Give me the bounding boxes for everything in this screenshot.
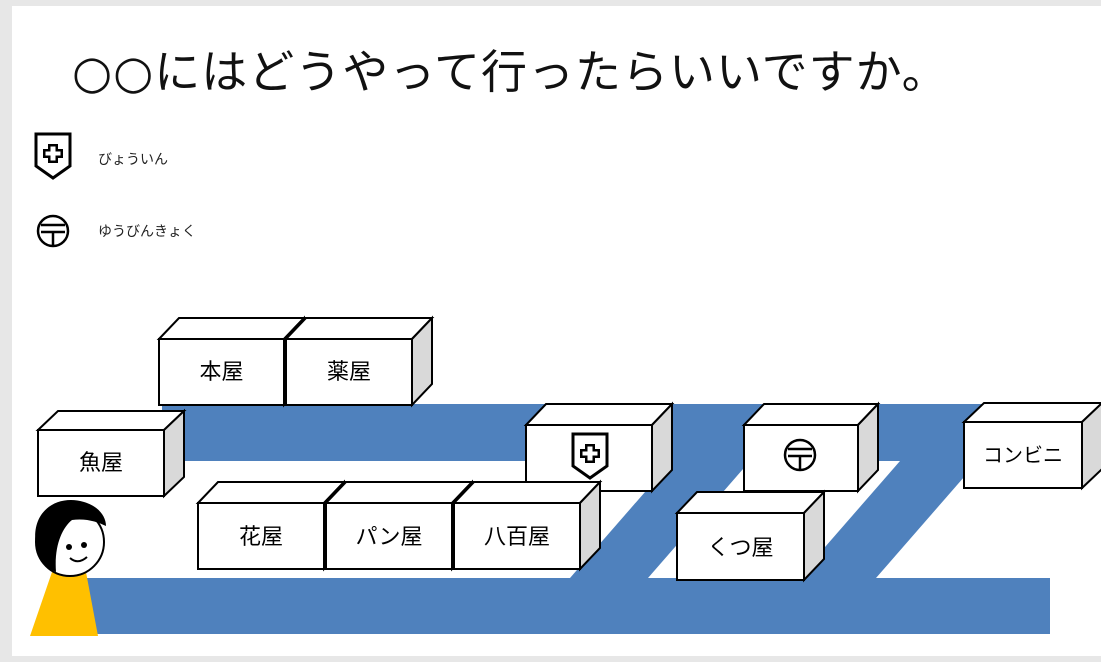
building-post-office: [741, 401, 881, 494]
building-bookstore: 本屋: [156, 315, 307, 408]
building-label-flower-shop: 花屋: [239, 525, 283, 550]
building-convenience-store: コンビニ: [961, 402, 1101, 491]
building-label-shoe-store: くつ屋: [707, 536, 773, 561]
person-figure: [30, 500, 106, 636]
town-map: 本屋 薬屋 魚屋: [30, 132, 1101, 636]
building-greengrocer: 八百屋: [451, 479, 603, 572]
building-label-fish-shop: 魚屋: [79, 451, 123, 476]
building-flower-shop: 花屋: [195, 479, 347, 572]
road-diagonal-2: [798, 461, 978, 578]
building-label-bakery: パン屋: [355, 525, 422, 550]
legend-post-office-label: ゆうびんきょく: [98, 224, 196, 240]
road-lower: [82, 578, 1050, 634]
building-label-convenience-store: コンビニ: [983, 443, 1063, 467]
building-label-greengrocer: 八百屋: [484, 525, 550, 550]
person-hair: [35, 500, 106, 572]
legend-post-office-icon: [36, 214, 70, 248]
page-title: ○○にはどうやって行ったらいいですか。: [72, 45, 949, 99]
post-office-icon: [783, 438, 817, 472]
building-pharmacy: 薬屋: [283, 315, 435, 408]
legend-hospital-icon: [34, 132, 72, 180]
building-shoe-store: くつ屋: [674, 489, 827, 583]
building-label-pharmacy: 薬屋: [327, 360, 371, 385]
building-hospital: [523, 401, 675, 494]
building-label-bookstore: 本屋: [199, 360, 243, 385]
road-diagonal-1: [570, 461, 750, 578]
legend-hospital-label: びょういん: [98, 152, 168, 168]
slide: ○○にはどうやって行ったらいいですか。 本屋: [12, 6, 1101, 656]
building-fish-shop: 魚屋: [35, 408, 187, 499]
building-bakery: パン屋: [323, 479, 475, 572]
person-body: [30, 572, 98, 636]
hospital-icon: [571, 432, 609, 480]
